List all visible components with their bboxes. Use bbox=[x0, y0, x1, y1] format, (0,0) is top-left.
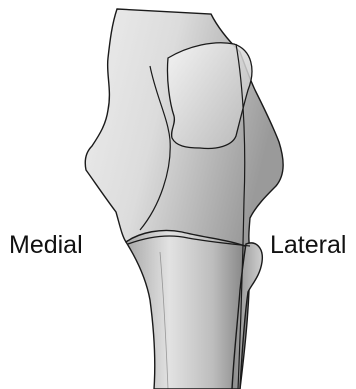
lateral-label: Lateral bbox=[270, 233, 346, 258]
tibia-shape bbox=[126, 230, 250, 389]
medial-label: Medial bbox=[9, 233, 83, 258]
